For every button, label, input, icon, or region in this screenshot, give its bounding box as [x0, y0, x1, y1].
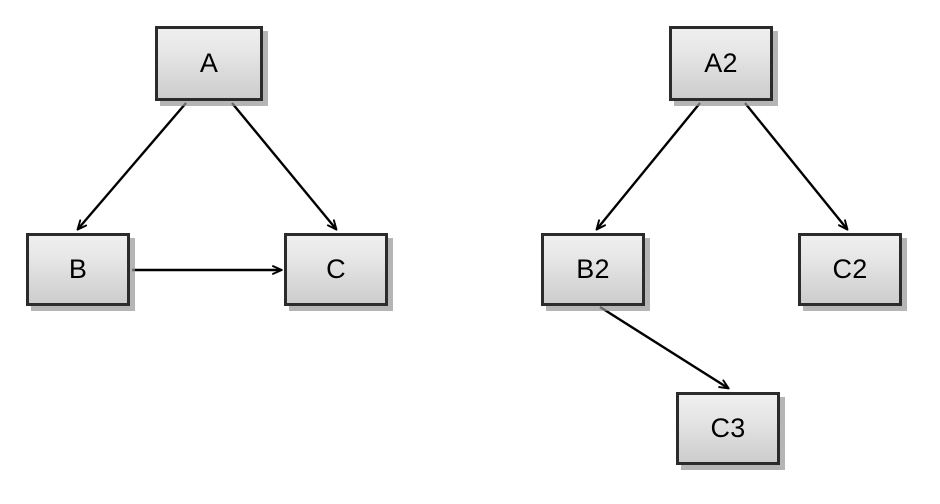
edge-a2-b2: [595, 102, 701, 231]
node-c3[interactable]: C3: [676, 392, 780, 465]
edge-a-b: [76, 102, 187, 231]
node-label: A2: [704, 48, 738, 78]
node-label: B: [68, 254, 88, 284]
node-a[interactable]: A: [155, 26, 263, 101]
node-label: C3: [710, 413, 746, 443]
edge-a-c: [231, 102, 338, 231]
node-b2[interactable]: B2: [541, 233, 645, 306]
edge-b2-c3: [599, 305, 730, 390]
node-c[interactable]: C: [284, 233, 388, 306]
node-label: A: [199, 48, 219, 78]
node-c2[interactable]: C2: [798, 233, 902, 306]
node-label: B2: [576, 254, 610, 284]
edges-group: [76, 102, 849, 390]
node-label: C: [326, 254, 346, 284]
node-label: C2: [832, 254, 868, 284]
node-b[interactable]: B: [26, 233, 130, 306]
edge-a2-c2: [744, 102, 849, 231]
node-a2[interactable]: A2: [669, 26, 773, 101]
